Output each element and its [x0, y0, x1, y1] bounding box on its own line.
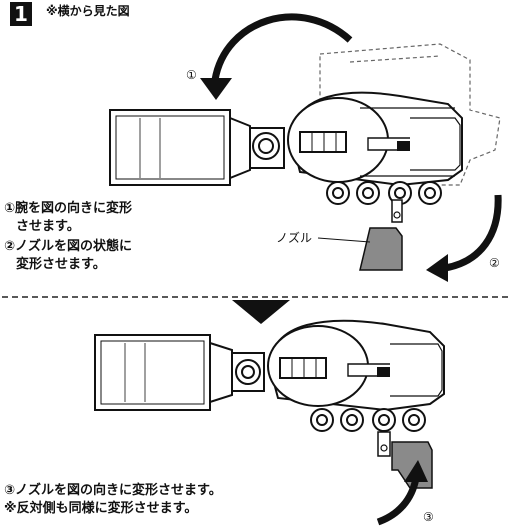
- nozzle-label: ノズル: [276, 231, 313, 245]
- rotation-arrowhead-1: [200, 78, 232, 100]
- next-step-triangle: [232, 300, 290, 324]
- elbow-joint: [249, 127, 285, 169]
- step-number-badge: 1: [10, 2, 32, 26]
- rotation-arrowhead-3: [404, 460, 428, 482]
- rotation-arrowhead-2: [426, 254, 448, 282]
- view-caption: ※横から見た図: [46, 4, 130, 18]
- wheels-top: [326, 181, 442, 205]
- callout-2: ②: [489, 256, 500, 270]
- instruction-1-line-1: ①腕を図の向きに変形: [4, 201, 133, 216]
- instruction-3-line-2: ※反対側も同様に変形させます。: [4, 501, 198, 516]
- instruction-1-line-2: させます。: [16, 219, 80, 234]
- wheels-bottom: [310, 408, 426, 432]
- nozzle-top: [359, 199, 403, 271]
- callout-3: ③: [423, 510, 434, 524]
- robot-body: [287, 91, 463, 187]
- instruction-2-line-1: ②ノズルを図の状態に: [4, 239, 133, 254]
- rotation-arrow-3: [376, 477, 420, 526]
- nozzle-leader-line: [317, 237, 371, 243]
- rotation-arrow-1: [211, 13, 353, 81]
- arm-fist: [109, 109, 251, 186]
- elbow-joint-bottom: [231, 352, 265, 392]
- arm-fist-bottom: [94, 334, 233, 411]
- robot-body-bottom: [267, 319, 445, 412]
- instruction-3-line-1: ③ノズルを図の向きに変形させます。: [4, 483, 222, 498]
- callout-1: ①: [186, 68, 197, 82]
- instruction-2-line-2: 変形させます。: [16, 257, 106, 272]
- rotation-arrow-2: [444, 194, 502, 272]
